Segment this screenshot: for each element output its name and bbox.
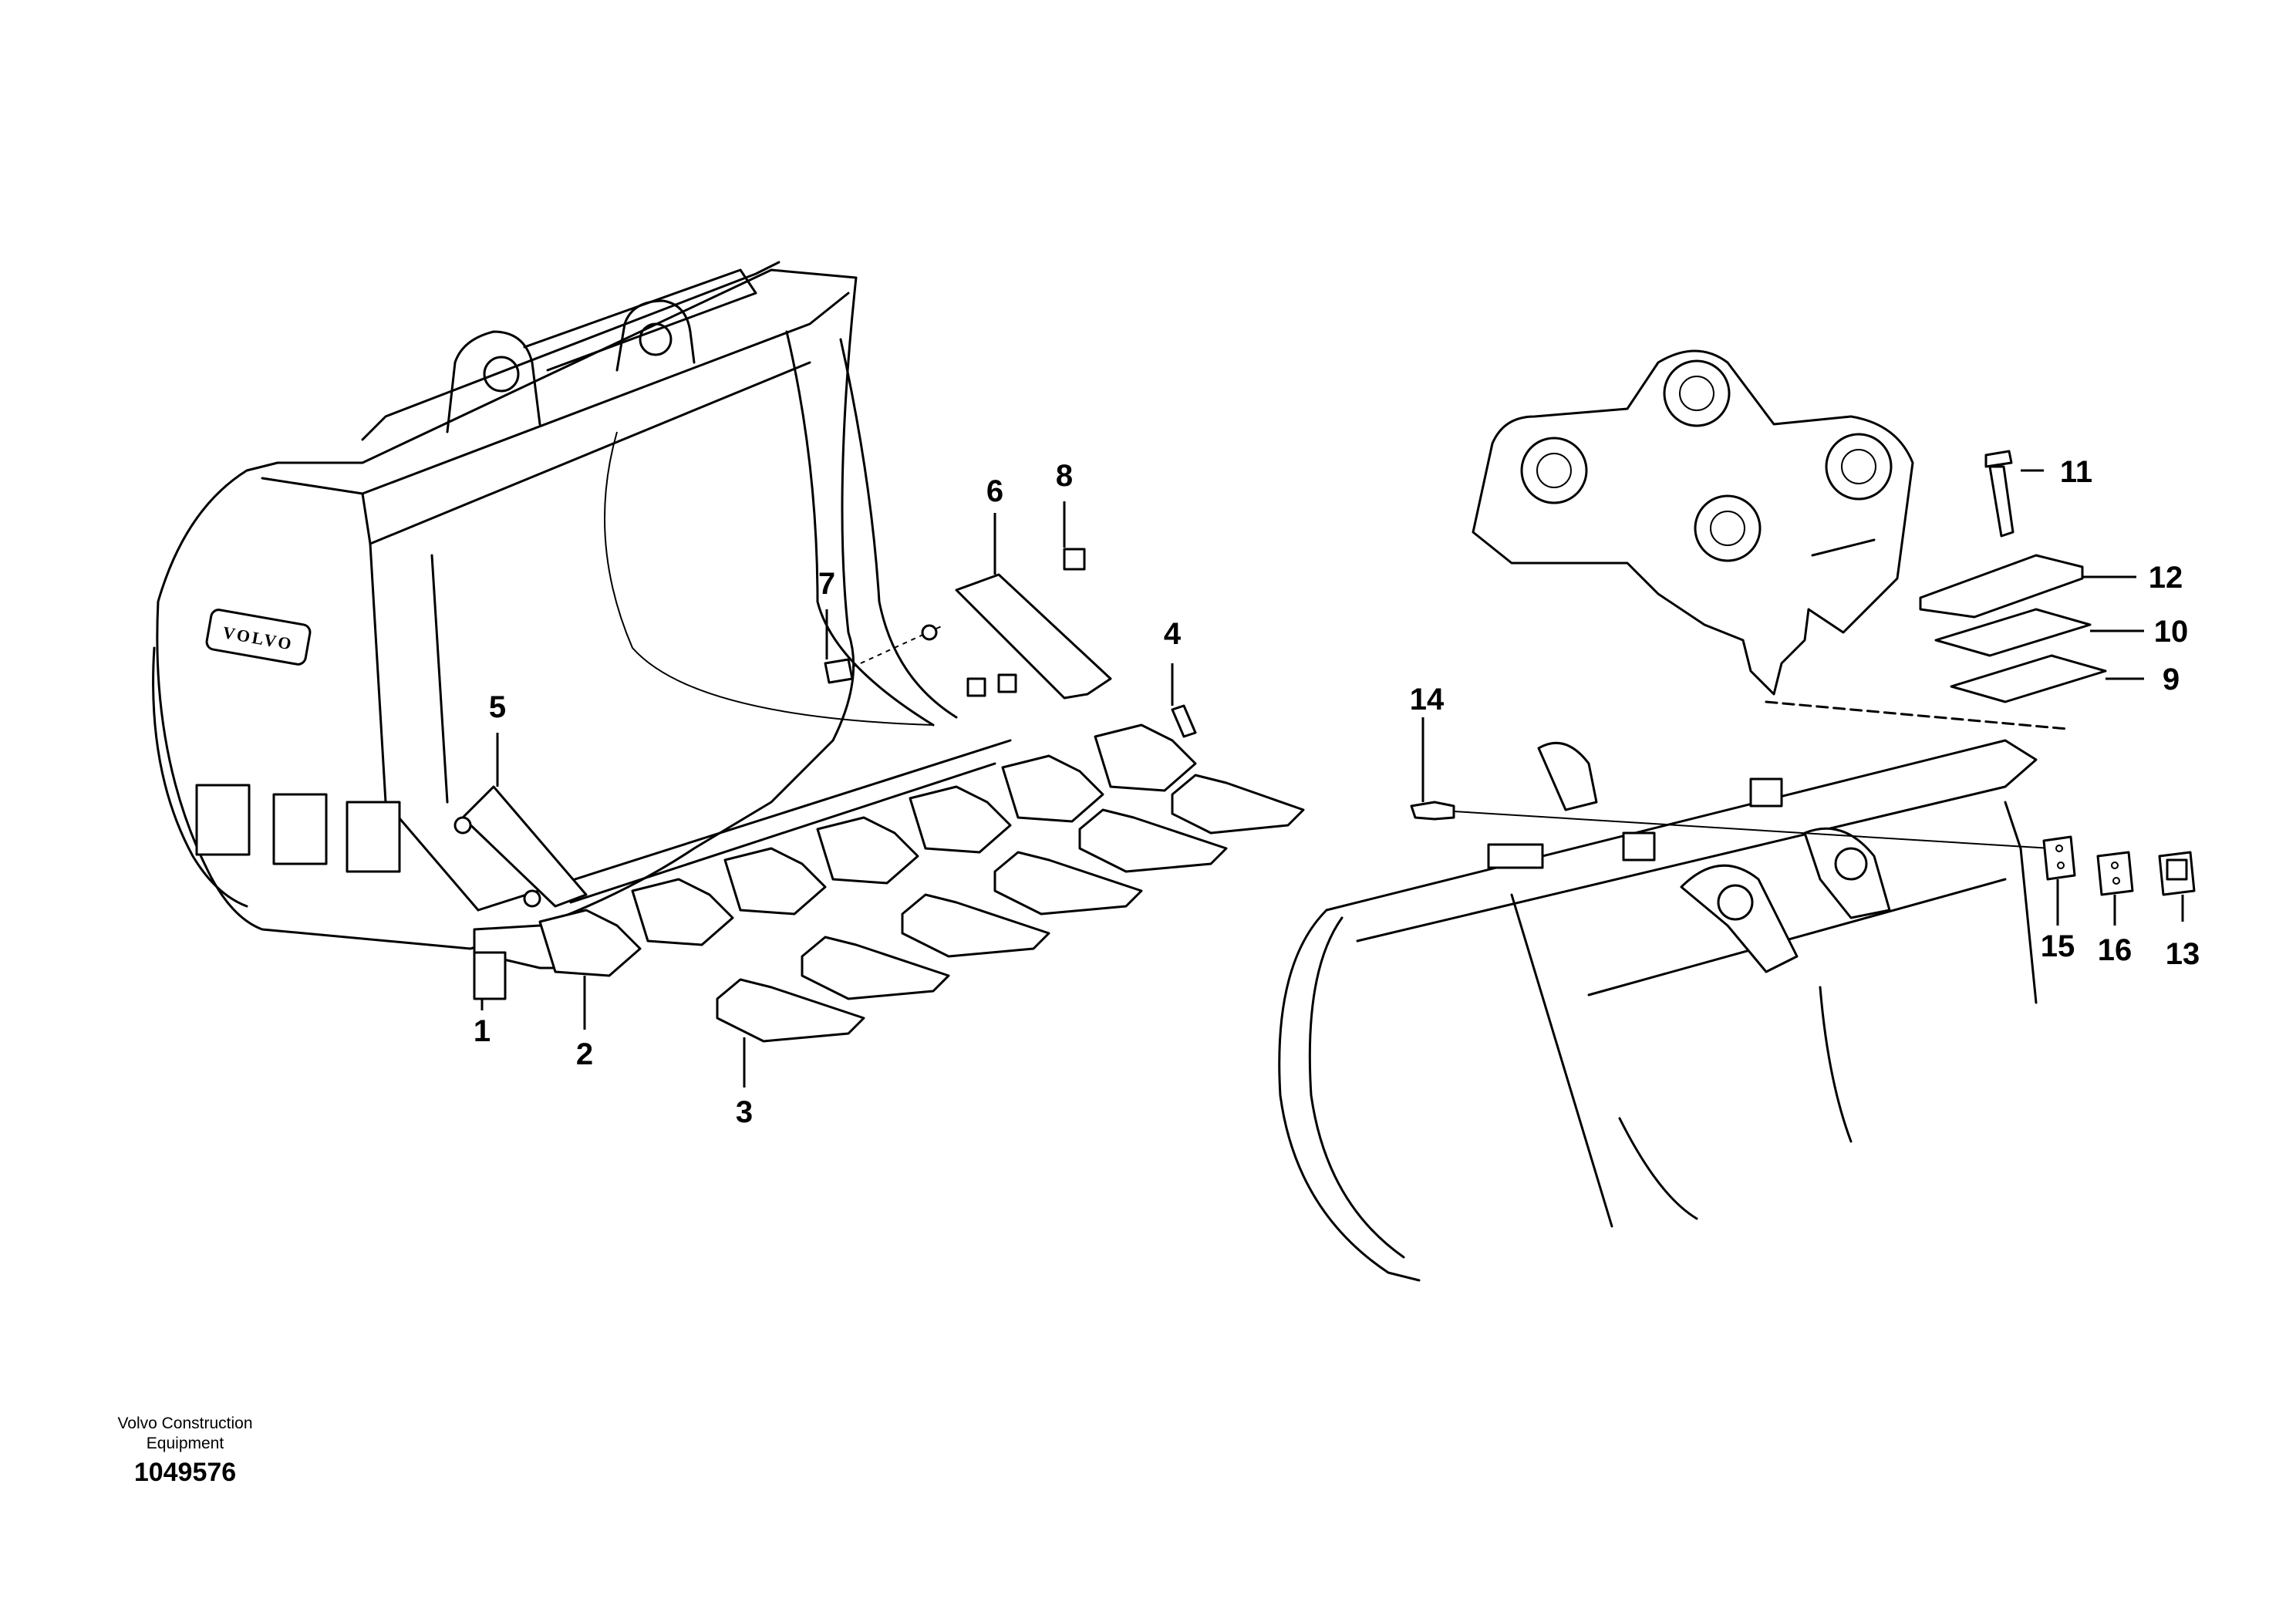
callout-12: 12 — [2149, 561, 2183, 595]
coupler-link-dashed — [1765, 700, 2068, 730]
part-11-bolt — [1984, 450, 2014, 538]
bucket-right — [1278, 739, 2038, 1282]
callout-3: 3 — [736, 1095, 753, 1129]
callout-1: 1 — [474, 1014, 491, 1048]
part-4-pin — [1171, 704, 1197, 738]
volvo-logo-plate: VOLVO — [205, 609, 312, 666]
callout-6: 6 — [986, 474, 1003, 508]
callout-5: 5 — [489, 690, 506, 724]
part-14-bolt — [1410, 801, 1455, 821]
part-8-nut — [1063, 548, 1086, 571]
part-12-plate — [1919, 554, 2084, 619]
part-9-shim — [1950, 654, 2107, 703]
callout-8: 8 — [1056, 459, 1073, 493]
brand-line-2: Equipment — [147, 1435, 224, 1452]
callout-7: 7 — [818, 567, 835, 601]
callout-2: 2 — [576, 1037, 593, 1071]
callout-9: 9 — [2163, 663, 2180, 696]
callout-15: 15 — [2041, 929, 2075, 963]
callout-14: 14 — [1410, 683, 1445, 717]
part-16-block — [2096, 851, 2134, 896]
callout-13: 13 — [2166, 937, 2200, 971]
part-6-shroud — [955, 573, 1112, 700]
brand-line-1: Volvo Construction — [117, 1415, 252, 1432]
part-3-teeth — [716, 774, 1305, 1043]
part-15-block — [2042, 835, 2076, 881]
quick-coupler — [1472, 349, 1914, 696]
part-14-axis-line — [1453, 811, 2052, 849]
bucket-ears — [361, 261, 781, 441]
callout-numbers: 1 2 3 4 5 6 7 8 9 10 11 12 13 14 15 16 — [474, 455, 2200, 1129]
callout-11: 11 — [2060, 455, 2092, 489]
callout-10: 10 — [2154, 615, 2189, 649]
figure-number: 1049576 — [134, 1458, 236, 1487]
part-7-bolt — [824, 624, 1017, 697]
part-13-block — [2158, 851, 2196, 896]
leader-lines — [480, 469, 2184, 1088]
footer: Volvo Construction Equipment 1049576 — [117, 1415, 252, 1487]
part-2-adapters — [538, 723, 1197, 977]
callout-4: 4 — [1164, 617, 1182, 651]
part-10-shim — [1934, 608, 2092, 657]
bucket-left: VOLVO — [152, 261, 1012, 950]
callout-16: 16 — [2098, 933, 2132, 967]
part-5-side-plate — [453, 785, 588, 908]
